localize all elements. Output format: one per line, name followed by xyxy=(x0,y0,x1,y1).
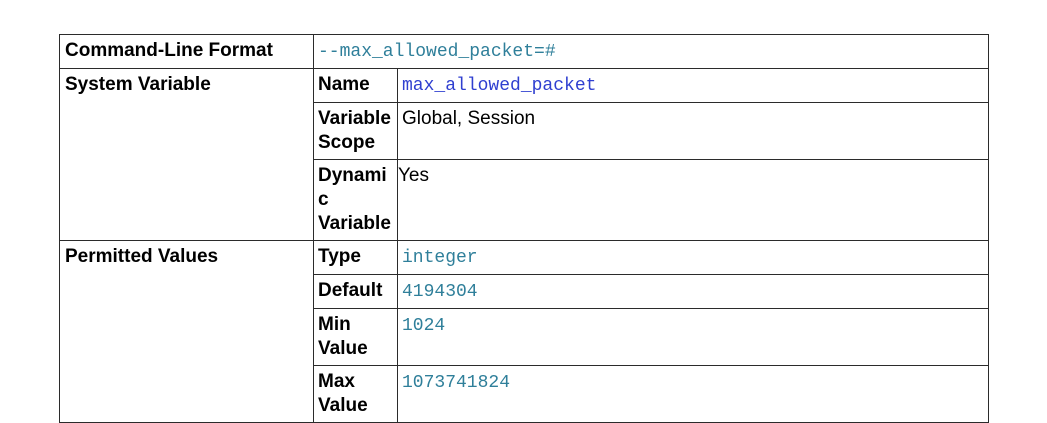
type-cell: integer xyxy=(396,240,990,275)
table-row-dynamic: Dynamic Variable Yes xyxy=(60,159,990,241)
min-value-label: Min Value xyxy=(313,308,398,366)
min-value: 1024 xyxy=(402,316,446,336)
table-row-command-line: Command-Line Format --max_allowed_packet… xyxy=(59,34,990,69)
command-line-format-label: Command-Line Format xyxy=(59,34,314,69)
default-value: 4194304 xyxy=(402,282,478,302)
permitted-values-label: Permitted Values xyxy=(59,240,314,423)
variable-scope-value: Global, Session xyxy=(402,108,536,129)
variable-scope-label: Variable Scope xyxy=(313,102,398,160)
command-line-format-value: --max_allowed_packet=# xyxy=(318,42,556,62)
dynamic-variable-cell: Yes xyxy=(396,159,990,241)
variable-scope-cell: Global, Session xyxy=(396,102,990,160)
command-line-format-cell: --max_allowed_packet=# xyxy=(312,34,990,69)
name-value[interactable]: max_allowed_packet xyxy=(402,76,597,96)
option-properties-table: Command-Line Format --max_allowed_packet… xyxy=(59,34,990,423)
table-row-type: Permitted Values Type integer xyxy=(59,240,990,423)
table-row-scope: Variable Scope Global, Session xyxy=(60,102,990,160)
max-value-cell: 1073741824 xyxy=(396,365,990,423)
type-label: Type xyxy=(313,240,398,275)
dynamic-variable-label: Dynamic Variable xyxy=(313,159,398,241)
table-row-default: Default 4194304 xyxy=(60,274,990,309)
table-row-max: Max Value 1073741824 xyxy=(60,365,990,423)
max-value: 1073741824 xyxy=(402,373,511,393)
system-variable-label: System Variable xyxy=(59,68,314,241)
name-label: Name xyxy=(313,68,398,103)
table-row-min: Min Value 1024 xyxy=(60,308,990,366)
name-cell: max_allowed_packet xyxy=(396,68,990,103)
min-value-cell: 1024 xyxy=(396,308,990,366)
table-row-name: System Variable Name max_allowed_packet xyxy=(59,68,990,241)
default-label: Default xyxy=(313,274,398,309)
default-cell: 4194304 xyxy=(396,274,990,309)
max-value-label: Max Value xyxy=(313,365,398,423)
type-value: integer xyxy=(402,248,478,268)
dynamic-variable-value: Yes xyxy=(398,165,429,186)
